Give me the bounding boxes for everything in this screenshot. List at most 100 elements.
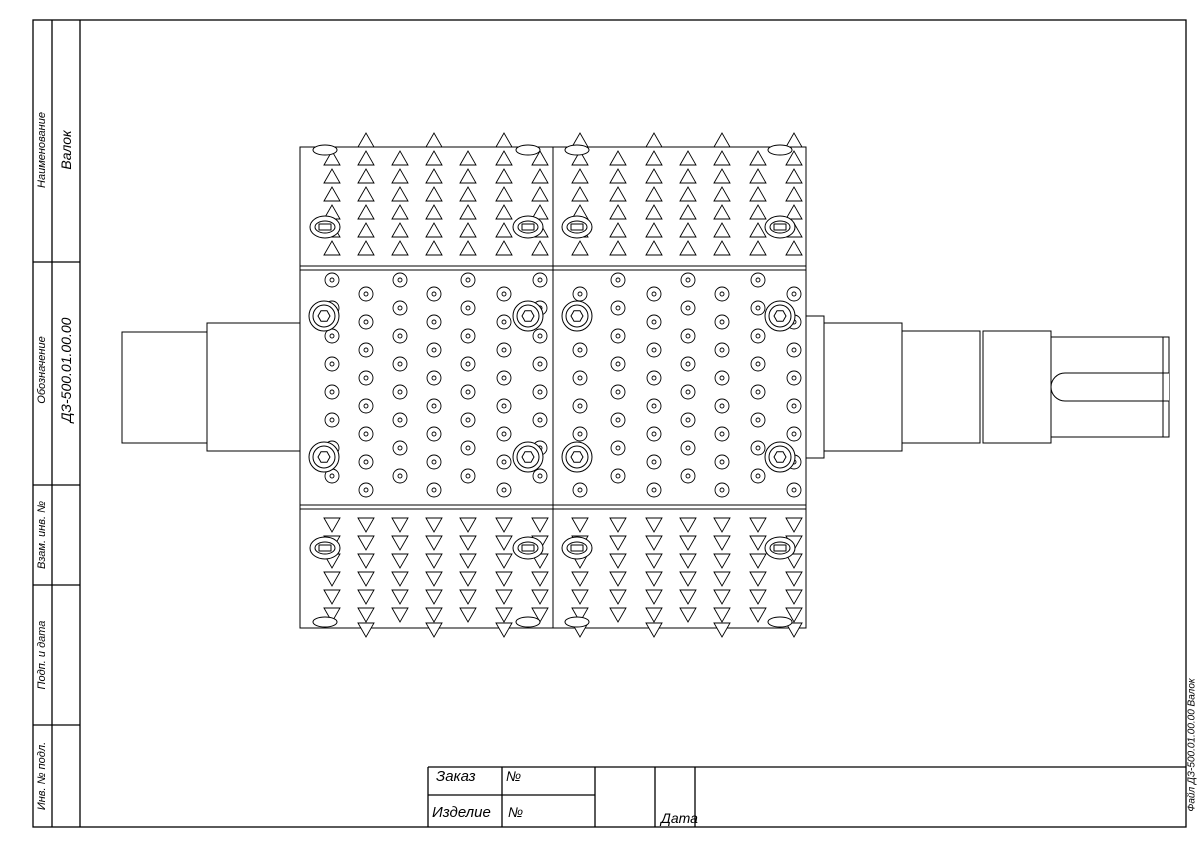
tooth-center: [755, 277, 761, 283]
tooth-up: [749, 150, 767, 166]
tooth-up: [495, 150, 513, 166]
tooth-center: [685, 333, 691, 339]
tooth-down: [679, 571, 697, 587]
tooth-down: [391, 607, 409, 623]
tooth-down: [713, 553, 731, 569]
bolt-hex: [317, 310, 331, 322]
tooth-down: [425, 571, 443, 587]
tooth-up: [571, 168, 589, 184]
tooth-up: [785, 240, 803, 256]
tooth-up: [391, 168, 409, 184]
tooth-up: [679, 204, 697, 220]
tooth-down: [495, 571, 513, 587]
tooth-center: [791, 375, 797, 381]
tooth-center: [685, 445, 691, 451]
tooth-up: [749, 168, 767, 184]
tooth-center: [577, 347, 583, 353]
tooth-up: [425, 204, 443, 220]
tooth-down: [785, 589, 803, 605]
tooth-down: [749, 517, 767, 533]
tooth-down: [323, 607, 341, 623]
tooth-center: [501, 459, 507, 465]
tooth-up: [609, 222, 627, 238]
tooth-down: [609, 535, 627, 551]
tooth-up: [713, 204, 731, 220]
tooth-up: [531, 150, 549, 166]
tooth-down: [571, 571, 589, 587]
roller-shafts: [121, 315, 1170, 459]
tooth-center: [685, 277, 691, 283]
tooth-up: [459, 222, 477, 238]
tooth-center: [465, 361, 471, 367]
tooth-center: [397, 473, 403, 479]
tooth-up: [391, 240, 409, 256]
tooth-center: [615, 333, 621, 339]
tooth-up: [785, 204, 803, 220]
tooth-up: [425, 186, 443, 202]
tooth-center: [755, 417, 761, 423]
tooth-center: [685, 361, 691, 367]
tooth-center: [431, 291, 437, 297]
tooth-center: [465, 277, 471, 283]
right-shaft-flange: [804, 315, 825, 459]
right-shaft-collar: [823, 322, 903, 452]
tooth-down: [459, 571, 477, 587]
tooth-down: [609, 517, 627, 533]
tooth-down: [425, 517, 443, 533]
tooth-center: [719, 403, 725, 409]
tooth-down: [713, 517, 731, 533]
tooth-up: [495, 240, 513, 256]
tooth-up: [323, 150, 341, 166]
tooth-down: [357, 589, 375, 605]
tooth-down: [323, 517, 341, 533]
tooth-down: [645, 535, 663, 551]
tooth-center: [651, 403, 657, 409]
tooth-up: [571, 240, 589, 256]
tooth-up: [495, 168, 513, 184]
tooth-down: [531, 589, 549, 605]
keyway: [1050, 372, 1169, 402]
tooth-center: [651, 431, 657, 437]
tooth-up: [391, 222, 409, 238]
tooth-up: [495, 204, 513, 220]
tooth-up: [749, 222, 767, 238]
tooth-center: [465, 389, 471, 395]
tooth-center: [577, 375, 583, 381]
tooth-up: [609, 150, 627, 166]
tooth-up: [323, 240, 341, 256]
tooth-up: [785, 168, 803, 184]
tooth-center: [719, 375, 725, 381]
tooth-down: [357, 535, 375, 551]
tooth-down: [749, 553, 767, 569]
tooth-up: [391, 186, 409, 202]
tooth-center: [329, 473, 335, 479]
tooth-down: [391, 553, 409, 569]
tooth-up: [323, 168, 341, 184]
tooth-center: [465, 305, 471, 311]
tooth-center: [651, 459, 657, 465]
tooth-down: [531, 607, 549, 623]
tooth-center: [537, 473, 543, 479]
tooth-down: [425, 535, 443, 551]
tooth-up: [391, 150, 409, 166]
tooth-up: [749, 204, 767, 220]
clamp-nut-slot: [570, 223, 584, 231]
tooth-center: [397, 389, 403, 395]
tooth-center: [363, 431, 369, 437]
tooth-center: [755, 305, 761, 311]
tooth-up: [645, 186, 663, 202]
clamp-nut-outer: [515, 144, 541, 156]
tooth-down: [645, 622, 663, 638]
tooth-center: [651, 487, 657, 493]
tooth-up: [459, 150, 477, 166]
tooth-up: [459, 240, 477, 256]
tooth-center: [685, 305, 691, 311]
tooth-up: [425, 222, 443, 238]
clamp-nut-slot: [773, 223, 787, 231]
tooth-center: [719, 431, 725, 437]
tooth-up: [749, 186, 767, 202]
tooth-down: [459, 589, 477, 605]
bolt-hex: [570, 451, 584, 463]
bolt-hex: [773, 451, 787, 463]
